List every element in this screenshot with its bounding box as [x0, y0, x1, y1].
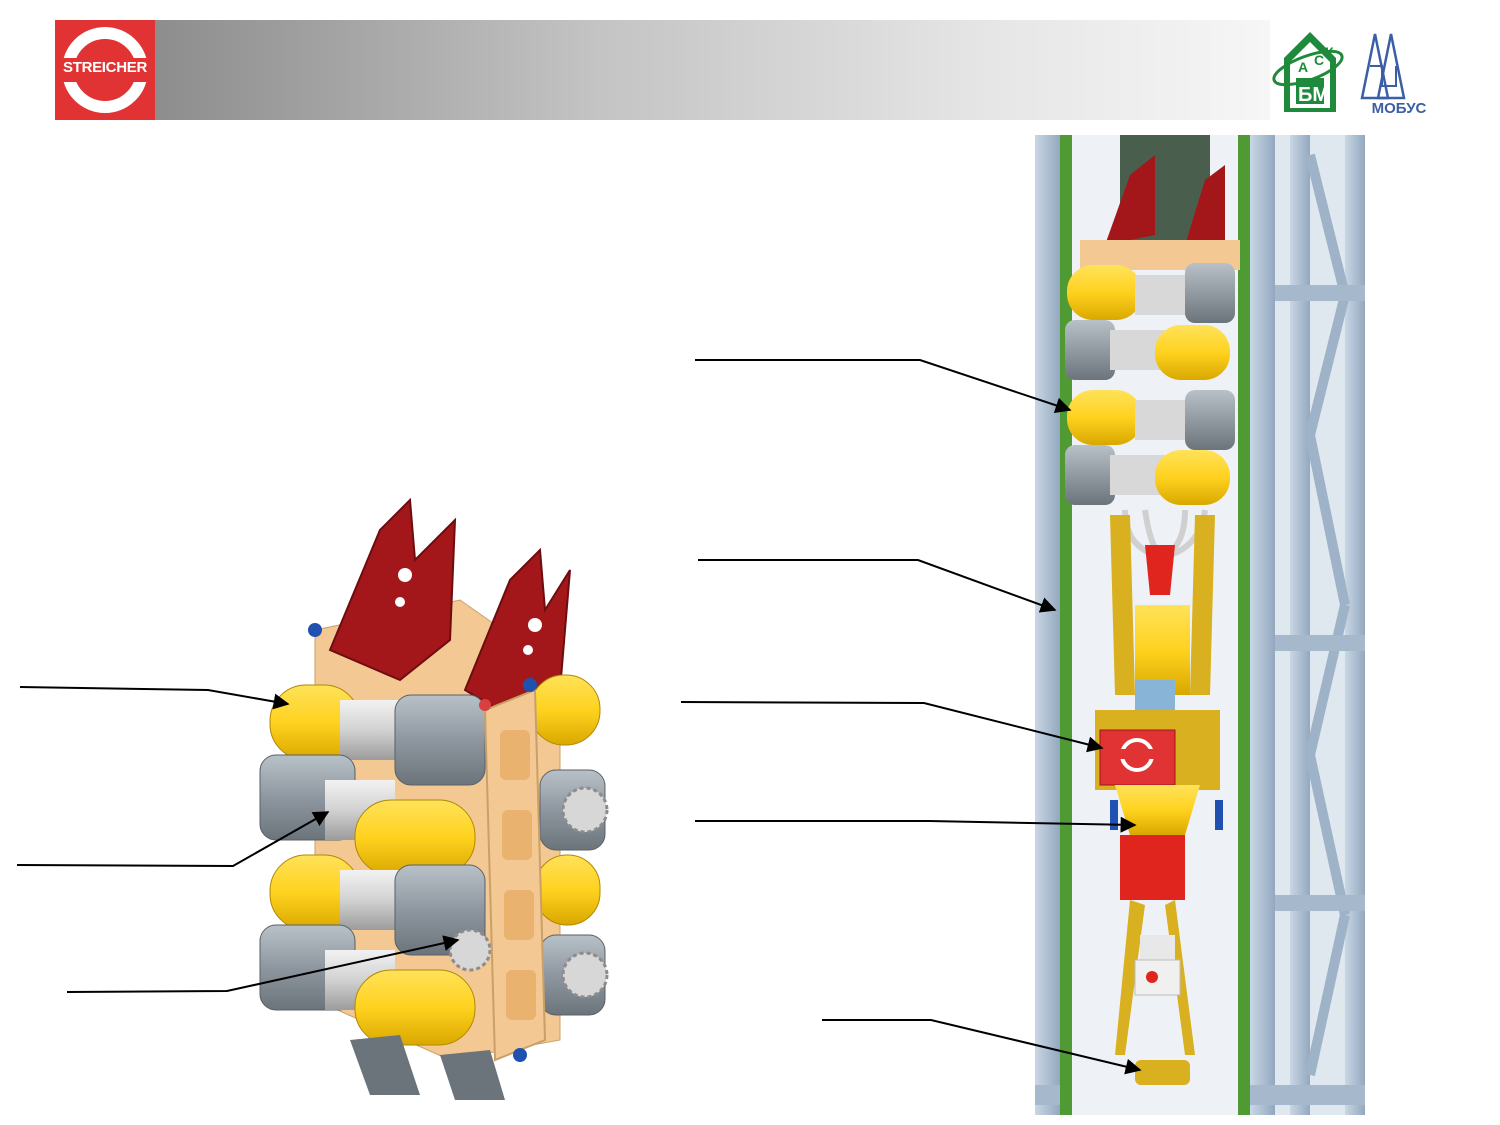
svg-text:С: С [1314, 52, 1324, 68]
callout-right-1 [695, 359, 1072, 414]
callout-right-2 [698, 559, 1057, 613]
drilling-tower-illustration [1035, 135, 1365, 1115]
mobus-logo-text: МОБУС [1371, 100, 1427, 117]
callout-left-2 [16, 811, 330, 868]
header-bar [155, 20, 1270, 120]
streicher-logo [55, 20, 155, 120]
callout-right-5 [822, 1019, 1142, 1075]
callout-right-4 [695, 816, 1137, 833]
svg-text:К: К [1325, 44, 1334, 60]
ask-bm-logo-icon: А С К БМ [1272, 30, 1406, 115]
svg-text:БМ: БМ [1298, 84, 1329, 106]
callout-left-1 [19, 686, 290, 710]
streicher-logo-text: STREICHER [63, 59, 147, 76]
callout-left-3 [66, 935, 460, 993]
callout-right-3 [680, 701, 1104, 753]
streicher-logo-mark [55, 27, 155, 113]
svg-text:А: А [1298, 59, 1308, 75]
drive-module-illustration [259, 497, 609, 1100]
partner-logos: А С К БМ [1270, 20, 1445, 120]
